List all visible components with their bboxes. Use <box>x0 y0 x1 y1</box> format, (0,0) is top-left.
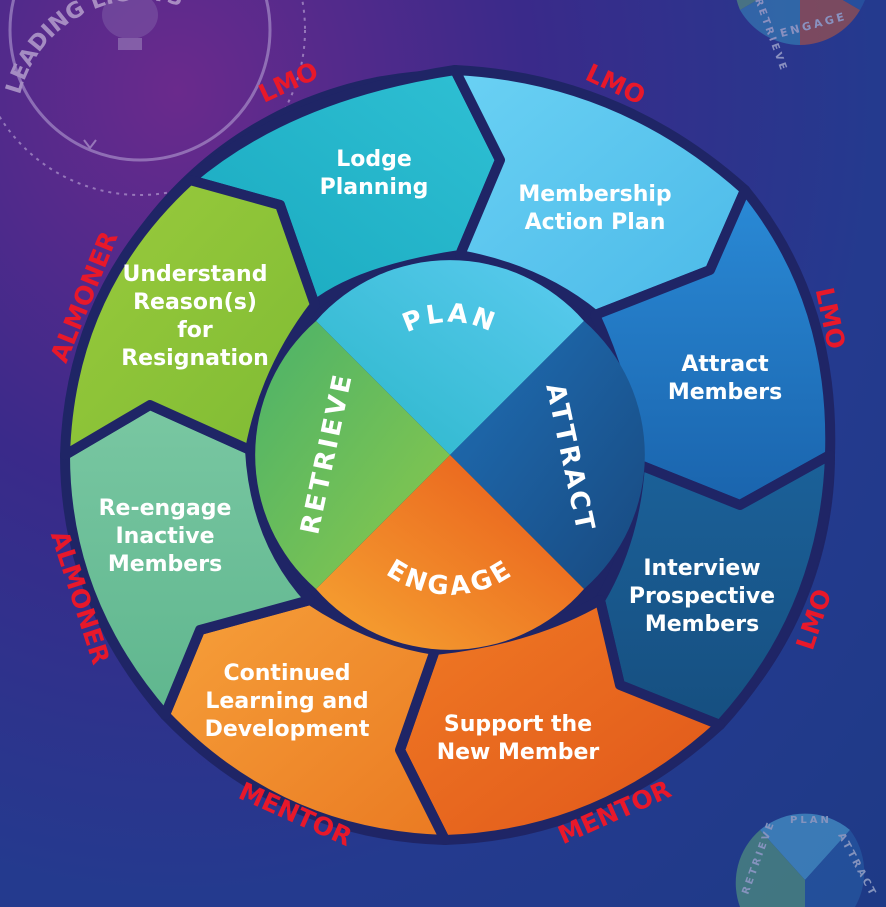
core-circle: PLAN ENGAGE ATTRACT RETRIEVE <box>255 260 645 650</box>
segment-label-line: Continued <box>224 661 351 686</box>
mini-logo-top: ENGAGE RETRIEVE <box>736 0 865 74</box>
core-engage <box>316 455 584 650</box>
segment-label-line: Prospective <box>629 584 775 609</box>
segment-label-line: Members <box>668 380 782 405</box>
segment-label-line: Understand <box>123 262 268 287</box>
mini-logo-bottom: PLAN ATTRACT RETRIEVE <box>735 813 879 907</box>
mini-bottom-plan: PLAN <box>790 815 832 826</box>
segment-label-line: Interview <box>643 556 760 581</box>
segment-label-line: Re-engage <box>99 496 232 521</box>
logo-text: LEADING LIGHTS <box>2 0 186 97</box>
segment-understand <box>60 175 320 460</box>
segment-label-line: Members <box>108 552 222 577</box>
segment-label-line: for <box>177 318 213 343</box>
svg-text:LEADING LIGHTS: LEADING LIGHTS <box>2 0 186 97</box>
segment-label-line: Action Plan <box>525 210 666 235</box>
chevron-down-icon <box>83 139 97 150</box>
segment-label-line: Support the <box>444 712 592 737</box>
segment-label-line: Membership <box>518 182 671 207</box>
segment-label-line: Inactive <box>115 524 214 549</box>
segment-label-line: Learning and <box>205 689 368 714</box>
core-attract <box>450 321 645 589</box>
segment-label-line: Planning <box>320 175 429 200</box>
segment-label-line: Lodge <box>336 147 412 172</box>
outer-segments <box>60 65 836 845</box>
segment-label-line: Attract <box>681 352 769 377</box>
segment-label-line: Development <box>205 717 370 742</box>
segment-label-line: New Member <box>437 740 600 765</box>
core-plan <box>316 260 584 455</box>
core-retrieve <box>255 321 450 589</box>
segment-label-line: Members <box>645 612 759 637</box>
segment-label-line: Resignation <box>121 346 269 371</box>
lightbulb-icon <box>102 0 158 50</box>
segment-label-line: Reason(s) <box>133 290 257 315</box>
